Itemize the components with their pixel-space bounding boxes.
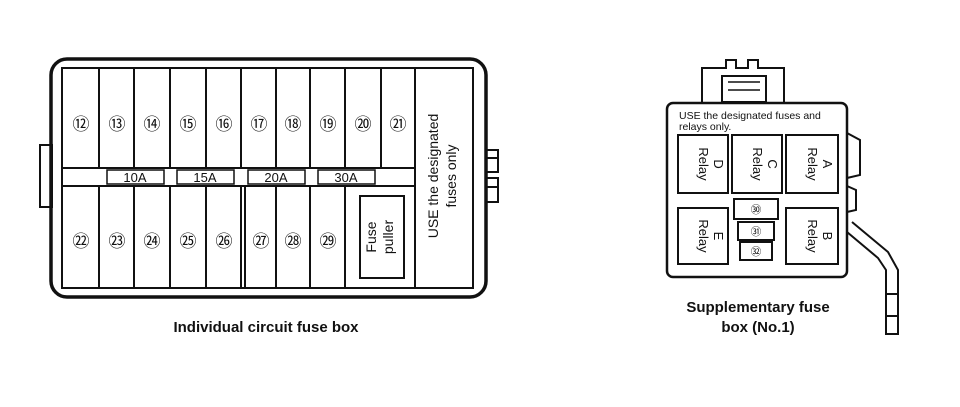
relay-b-letter: B — [820, 232, 835, 241]
relay-e-name: Relay — [696, 219, 711, 253]
amp-box-15a — [176, 169, 235, 185]
fuse-31-box — [737, 221, 775, 241]
amp-strip — [62, 167, 415, 187]
fuse-19: ⑲ — [320, 115, 337, 134]
relay-a-box — [785, 134, 839, 194]
relay-b-name: Relay — [805, 219, 820, 253]
relay-e-letter: E — [711, 232, 726, 241]
fuse-31: ㉛ — [751, 226, 762, 238]
center-fuses — [733, 198, 779, 261]
fuse-29: ㉙ — [320, 232, 337, 251]
amp-label-15a: 15A — [193, 170, 216, 185]
fuse-30-box — [733, 198, 779, 220]
supplementary-fuse-box — [665, 59, 899, 335]
amp-box-20a — [247, 169, 306, 185]
fuse-puller-label-1: Fuse — [363, 221, 379, 252]
individual-box-caption: Individual circuit fuse box — [173, 319, 359, 336]
relay-d-letter: D — [711, 159, 726, 168]
fuse-puller-label-2: puller — [380, 220, 396, 255]
supplementary-housing — [665, 101, 849, 279]
left-clip — [39, 144, 53, 208]
fuse-17: ⑰ — [251, 115, 268, 134]
relays — [677, 134, 839, 265]
individual-fuse-box — [39, 57, 499, 299]
top-connector — [701, 59, 785, 102]
supplementary-note-line1: USE the designated fuses and — [679, 110, 821, 122]
fuse-21: ㉑ — [390, 115, 407, 134]
amp-label-30a: 30A — [334, 170, 357, 185]
fuse-30: ㉚ — [751, 204, 762, 216]
fuse-16: ⑯ — [216, 115, 233, 134]
inner-frame — [61, 67, 474, 289]
amp-box-10a — [106, 169, 165, 185]
relay-b-box — [785, 207, 839, 265]
top-fuse-slot-lines — [98, 68, 416, 288]
fuse-22: ㉒ — [73, 232, 90, 251]
wire-harness — [846, 221, 899, 335]
relay-a-letter: A — [820, 160, 835, 169]
amp-labels: 10A 15A 20A 30A — [123, 170, 357, 185]
relay-d-name: Relay — [696, 147, 711, 181]
relay-e-box — [677, 207, 729, 265]
fuse-27: ㉗ — [253, 232, 270, 251]
bottom-fuse-slot-lines — [98, 186, 346, 288]
fuse-32: ㉜ — [751, 246, 762, 258]
fuse-23: ㉓ — [109, 232, 126, 251]
side-note-line1: USE the designated — [425, 114, 441, 239]
fuse-puller-box — [359, 195, 405, 279]
fuse-15: ⑮ — [180, 115, 197, 134]
amp-box-30a — [317, 169, 376, 185]
bottom-fuse-numbers: ㉒ ㉓ ㉔ ㉕ ㉖ ㉗ ㉘ ㉙ — [73, 232, 337, 251]
relay-c-letter: C — [765, 159, 780, 168]
amp-label-10a: 10A — [123, 170, 146, 185]
right-clip-bottom — [485, 177, 499, 203]
supplementary-note-line2: relays only. — [679, 121, 731, 133]
supplementary-caption-line1: Supplementary fuse — [686, 299, 829, 316]
relay-c-name: Relay — [750, 147, 765, 181]
fuse-20: ⑳ — [355, 115, 372, 134]
relay-d-box — [677, 134, 729, 194]
center-fuse-numbers: ㉚ ㉛ ㉜ — [751, 204, 762, 258]
relay-a-name: Relay — [805, 147, 820, 181]
fuse-26: ㉖ — [216, 232, 233, 251]
fuse-32-box — [739, 241, 773, 261]
fuse-14: ⑭ — [144, 115, 161, 134]
amp-label-20a: 20A — [264, 170, 287, 185]
top-fuse-numbers: ⑫ ⑬ ⑭ ⑮ ⑯ ⑰ ⑱ ⑲ ⑳ ㉑ — [73, 115, 407, 134]
fuse-24: ㉔ — [144, 232, 161, 251]
supplementary-caption-line2: box (No.1) — [721, 319, 794, 336]
relay-labels: Relay D Relay C Relay A Relay E Relay B — [696, 147, 835, 253]
fuse-28: ㉘ — [285, 232, 302, 251]
fuse-25: ㉕ — [180, 232, 197, 251]
side-note-line2: fuses only — [443, 144, 459, 207]
relay-c-box — [731, 134, 783, 194]
right-clip-top — [485, 149, 499, 173]
fuse-13: ⑬ — [109, 115, 126, 134]
fuse-12: ⑫ — [73, 115, 90, 134]
fuse-18: ⑱ — [285, 115, 302, 134]
